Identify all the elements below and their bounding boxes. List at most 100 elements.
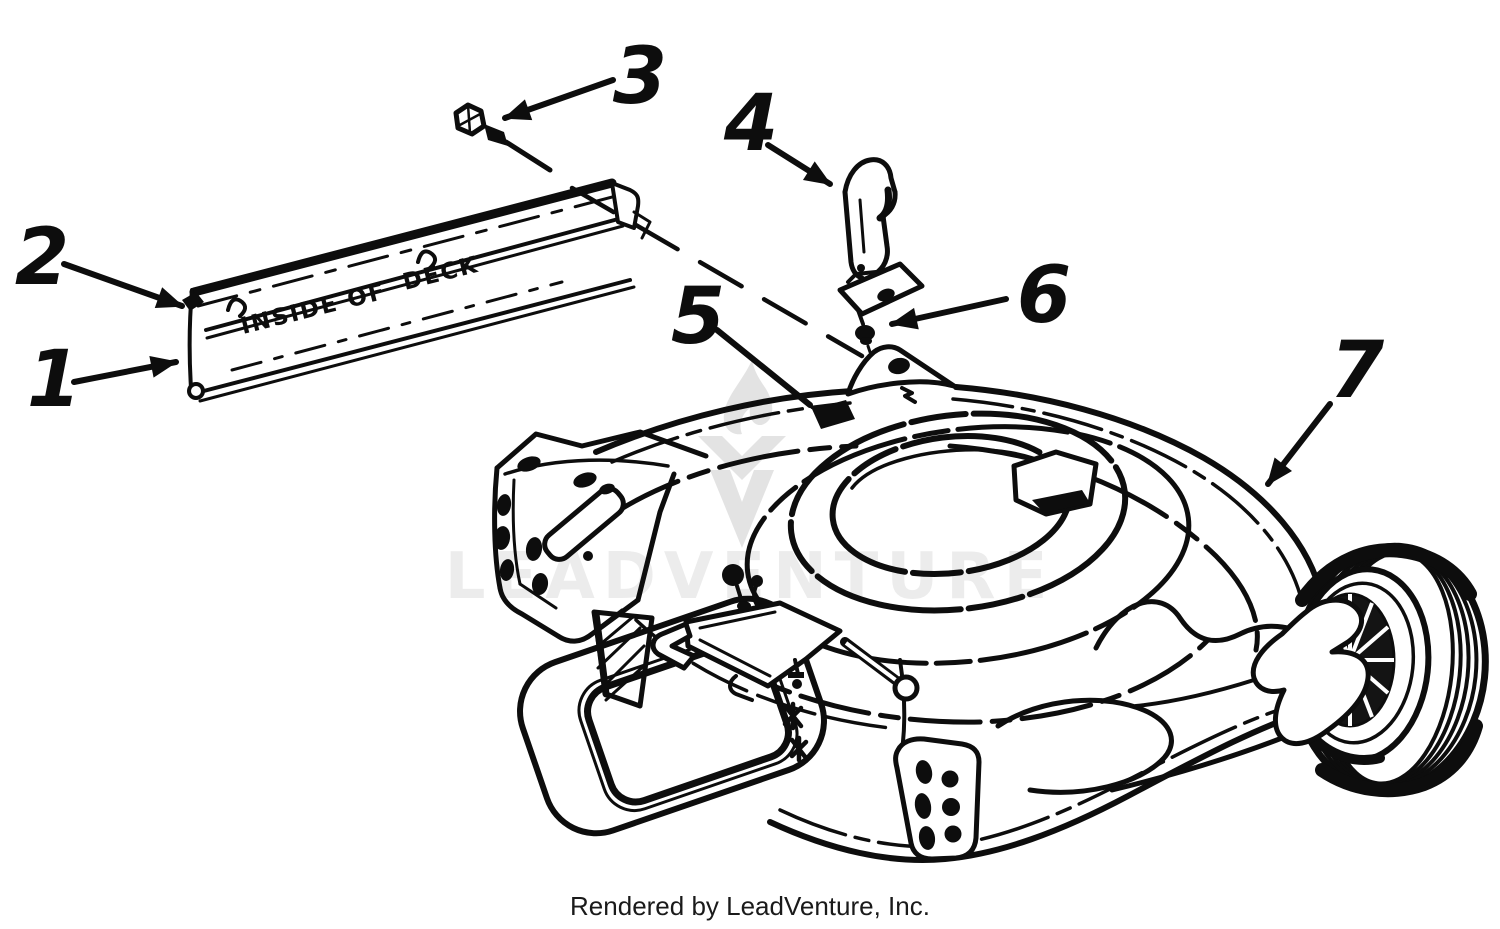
- screw-head-lower: [860, 337, 872, 345]
- screw-mark: [782, 701, 804, 731]
- panel-hole: [915, 760, 933, 784]
- bracket-base: [837, 261, 925, 317]
- hinge-screw: [855, 308, 875, 354]
- bracket-strap-right: [872, 189, 898, 277]
- bracket-hole: [583, 551, 593, 561]
- arm-upper-stem: [1134, 678, 1256, 708]
- bracket-strap-shade: [876, 186, 892, 222]
- ring-arc-left: [604, 443, 859, 521]
- plate-ridge-upper: [204, 216, 624, 332]
- panel-hole: [918, 826, 936, 850]
- callout-2: 2: [15, 213, 185, 309]
- bolt-head-facet: [456, 103, 484, 135]
- deck-rim-inner-right: [951, 397, 1304, 604]
- plate-label-deck: DECK: [400, 252, 482, 296]
- hatch-lines: [594, 608, 648, 702]
- plate-clip-bottom: [728, 674, 754, 702]
- chute-outer: [517, 595, 827, 837]
- plate-clip-left: [650, 621, 697, 671]
- bracket-base-fold: [846, 270, 878, 284]
- bracket-right-edge: [635, 471, 677, 603]
- wheel-yoke: [1250, 597, 1371, 747]
- callout-6-label: 6: [1017, 251, 1071, 341]
- panel-hole: [942, 798, 960, 816]
- bracket-hole: [599, 483, 615, 495]
- plate-rod-highlight: [844, 641, 899, 683]
- panel-hole: [914, 793, 932, 819]
- plate-left-foot: [187, 382, 205, 400]
- panel-hole: [944, 825, 962, 843]
- bolt-washer: [484, 124, 508, 146]
- callout-2-arrow: [61, 261, 185, 309]
- plate-label-inside-of: INSIDE OF: [238, 279, 389, 340]
- panel-hole: [941, 770, 959, 788]
- rear-wheel: [1250, 542, 1489, 798]
- discharge-chute: [517, 595, 827, 837]
- plate-post-top: [751, 575, 763, 587]
- callout-1: 1: [27, 335, 179, 425]
- baffle-plate: INSIDE OF DECK: [182, 178, 652, 403]
- plate-ridge-lower: [205, 224, 625, 340]
- logo-chevron-lower: [710, 470, 774, 548]
- rod-end-ball: [892, 674, 920, 702]
- callout-5-label: 5: [671, 272, 725, 362]
- bracket-strap-left: [842, 189, 865, 281]
- mount-tab-hole: [888, 357, 910, 375]
- tread-band-bottom: [1315, 719, 1483, 798]
- plate-left-tab: [182, 292, 204, 311]
- callout-3-arrow: [502, 77, 616, 121]
- callout-2-label: 2: [15, 213, 69, 303]
- bracket-fold-2: [518, 582, 558, 610]
- plate-top-flange: [189, 178, 617, 297]
- logo-chevron-upper: [698, 436, 786, 480]
- dome-ring: [744, 424, 1192, 666]
- chute-opening-inner: [584, 638, 792, 806]
- deck-rim-inner-left: [610, 401, 852, 464]
- baffle-position-mark: [812, 400, 855, 429]
- skirt-tongue: [995, 697, 1174, 795]
- hex-bolt: [453, 102, 553, 173]
- bracket-fold-1: [511, 478, 522, 586]
- bracket-hole: [517, 456, 541, 472]
- bracket-slot: [542, 486, 626, 562]
- bracket-arm-top: [494, 429, 709, 471]
- bracket-bottom-edge: [497, 585, 641, 644]
- bracket-hole: [573, 472, 597, 488]
- deck-bottom-rim-inner: [778, 700, 1306, 849]
- callout-7-arrow: [1265, 401, 1333, 487]
- screw-shank: [856, 308, 865, 326]
- plate-bottom-edge: [194, 278, 632, 395]
- screw-mark: [789, 735, 809, 763]
- screw-head: [855, 325, 875, 341]
- plate-end-flange: [610, 181, 641, 230]
- rim-zigzag-mark: [900, 386, 917, 404]
- bracket-strap-top: [842, 157, 898, 195]
- bracket-strap-inner: [858, 198, 866, 254]
- callout-5-leader: [714, 327, 813, 408]
- projection-dashed-line: [569, 185, 865, 359]
- callout-7-label: 7: [1330, 326, 1385, 416]
- mount-plate-assembly: [650, 564, 920, 763]
- callout-4-arrow: [765, 142, 833, 187]
- left-wheel-bracket: [492, 429, 709, 709]
- callout-3-label: 3: [613, 32, 667, 122]
- mount-plate-fold: [698, 610, 777, 678]
- callout-4: 4: [723, 79, 833, 187]
- deck-bottom-rim-outer: [767, 705, 1321, 863]
- plate-stud-tee: [788, 672, 804, 678]
- plate-flange-underside: [196, 194, 618, 308]
- plate-face-broken-line: [230, 280, 564, 372]
- bracket-hole: [531, 573, 549, 595]
- arm-lower-stem: [1109, 735, 1285, 793]
- bracket-base-hole: [877, 288, 895, 302]
- plate-tab-loop: [416, 249, 437, 270]
- plate-post: [752, 582, 760, 608]
- callout-1-arrow: [71, 356, 179, 385]
- tire-face-shadow: [1307, 731, 1385, 765]
- bracket-hole: [499, 559, 515, 581]
- bracket-hole: [496, 494, 512, 516]
- bracket-hole: [525, 537, 543, 561]
- panel-outline: [893, 736, 982, 862]
